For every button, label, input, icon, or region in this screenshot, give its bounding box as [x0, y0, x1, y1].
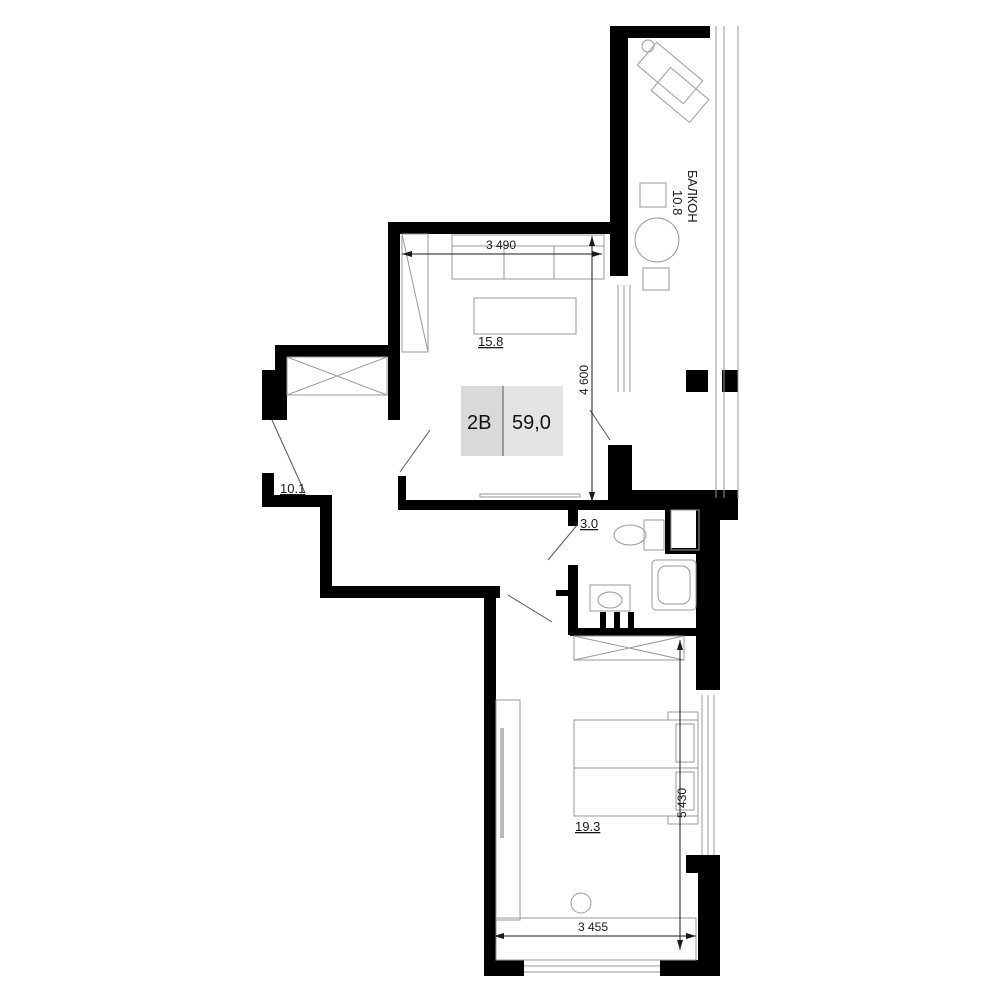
bed-icon [573, 711, 699, 825]
living-area-label: 15.8 [478, 334, 503, 349]
dim-living-width: 3 490 [486, 238, 516, 252]
sofa-icon [451, 234, 605, 280]
bathroom-area-label: 3.0 [580, 516, 598, 531]
chair-icon [642, 267, 670, 291]
wardrobe-icon [401, 233, 429, 353]
table-icon [634, 217, 680, 263]
coffee-table-icon [473, 297, 577, 335]
sink-icon [589, 584, 631, 612]
chair-icon [639, 182, 667, 208]
chair-icon [570, 892, 592, 914]
balcony-area-label: 10.8 [670, 190, 685, 215]
hall-wardrobe-icon [286, 356, 388, 396]
lounger-icon [636, 39, 710, 124]
badge-type-box [461, 386, 503, 456]
shower-icon [651, 559, 697, 611]
balcony-name-label: БАЛКОН [685, 170, 700, 223]
dim-bedroom-depth: 5 430 [675, 788, 689, 818]
apartment-type: 2B [467, 412, 491, 434]
dim-living-depth: 4 600 [577, 365, 591, 395]
bedroom-wardrobe-icon [573, 635, 685, 661]
badge-area-box [503, 386, 563, 456]
walls [262, 26, 738, 976]
apartment-total-area: 59,0 [512, 412, 551, 434]
dimension-lines [402, 236, 696, 950]
apartment-badge: 2B 59,0 [461, 386, 563, 456]
furniture [271, 26, 739, 973]
toilet-icon [613, 519, 665, 551]
tv-stand-icon [479, 493, 581, 498]
bedroom-area-label: 19.3 [575, 819, 600, 834]
dim-bedroom-width: 3 455 [578, 920, 608, 934]
hall-area-label: 10.1 [280, 481, 305, 496]
dimension-arrows [402, 236, 696, 950]
